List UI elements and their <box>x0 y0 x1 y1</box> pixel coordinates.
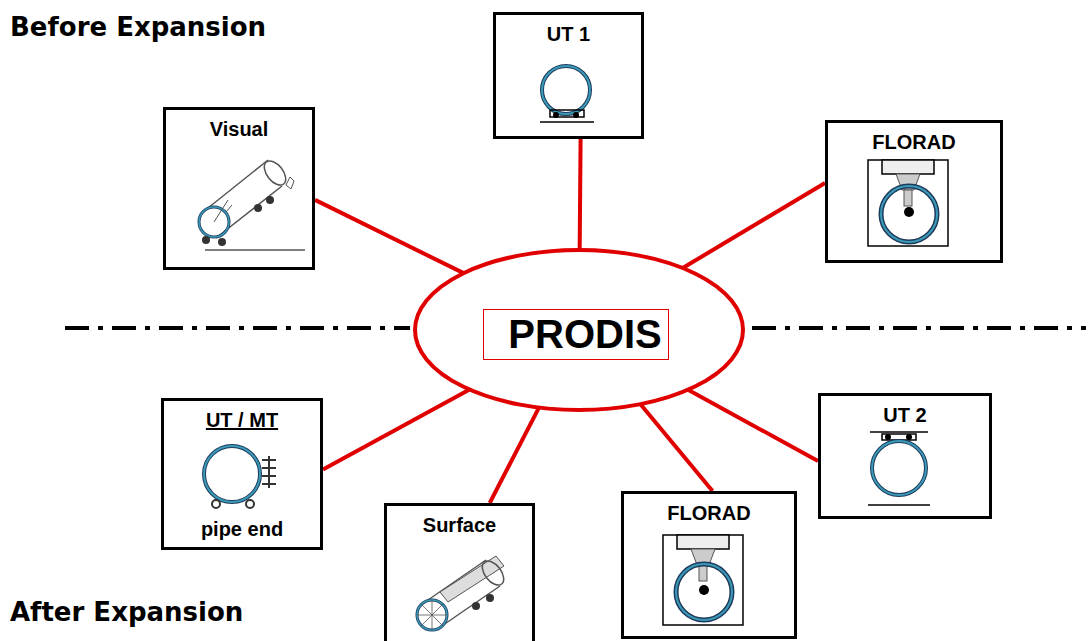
connector-line <box>323 390 470 470</box>
florad-icon <box>663 535 743 625</box>
box-title: UT 2 <box>821 404 989 427</box>
stage-label: After Expansion <box>10 597 243 627</box>
stage-label: Before Expansion <box>10 12 266 42</box>
connector-line <box>490 408 539 503</box>
box-title: FLORAD <box>828 131 1000 154</box>
florad-icon <box>868 160 948 246</box>
surface-box: Surface <box>384 503 535 641</box>
visual-box: Visual <box>163 107 315 270</box>
connector-line <box>315 200 464 273</box>
connector-line <box>579 139 581 250</box>
box-title: Visual <box>166 118 312 141</box>
visual-icon <box>199 157 305 250</box>
surface-icon <box>417 556 508 630</box>
box-title: Surface <box>387 514 532 537</box>
florad-box: FLORAD <box>621 491 797 639</box>
ut2-icon <box>868 432 930 505</box>
connector-line <box>683 183 825 268</box>
box-title: UT 1 <box>496 23 641 46</box>
prodis-ellipse: PRODIS <box>413 248 745 412</box>
system-name: PRODIS <box>483 309 668 360</box>
ut1-box: UT 1 <box>493 12 644 139</box>
connector-line <box>641 404 713 491</box>
ut1-icon <box>540 66 594 122</box>
box-title: UT / MT <box>164 409 320 432</box>
box-title: FLORAD <box>624 502 794 525</box>
box-subtitle: pipe end <box>164 518 320 541</box>
connector-line <box>688 390 818 461</box>
separator-line <box>65 326 410 330</box>
florad-box: FLORAD <box>825 120 1003 263</box>
utmt-icon <box>204 446 276 508</box>
utmt-box: UT / MT pipe end <box>161 398 323 550</box>
separator-line <box>752 326 1086 330</box>
ut2-box: UT 2 <box>818 393 992 519</box>
